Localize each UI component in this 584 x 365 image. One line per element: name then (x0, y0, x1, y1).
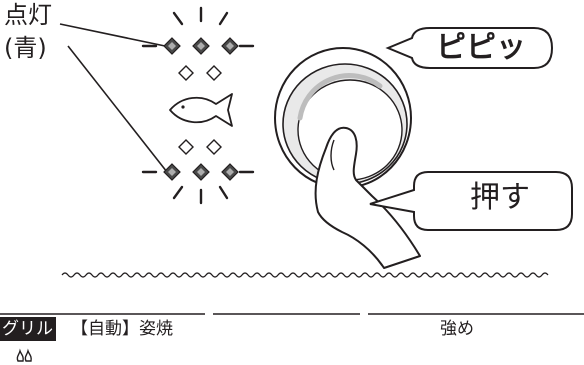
leader-lines (59, 23, 168, 173)
indicator-unlit-2 (206, 65, 222, 81)
indicator-unlit-3 (178, 139, 194, 155)
fish-icon (169, 93, 233, 127)
press-bubble (369, 171, 573, 231)
press-text: 押す (470, 180, 530, 215)
bottom-bar: グリル 【自動】姿焼 強め (0, 300, 584, 365)
wavy-separator (61, 272, 549, 278)
beep-text: ピピッ (436, 30, 526, 65)
indicator-label: 点灯 (4, 1, 52, 29)
indicator-color-label: (青) (4, 34, 47, 62)
bottom-indicator-lit (163, 163, 239, 181)
strength-label: 強め (440, 319, 474, 339)
beep-bubble (385, 27, 554, 69)
finger-icon (314, 126, 421, 269)
flame-icon (16, 348, 32, 362)
lower-indicator-unlit (178, 139, 222, 155)
indicator-unlit-4 (206, 139, 222, 155)
mode-tag: グリル (0, 317, 56, 341)
upper-indicator-unlit (178, 65, 222, 81)
bottom-indicator-rays (141, 170, 255, 205)
top-indicator-lit (163, 37, 239, 55)
indicator-unlit-1 (178, 65, 194, 81)
mode-name: 【自動】姿焼 (71, 319, 173, 339)
top-indicator-rays (141, 6, 255, 48)
